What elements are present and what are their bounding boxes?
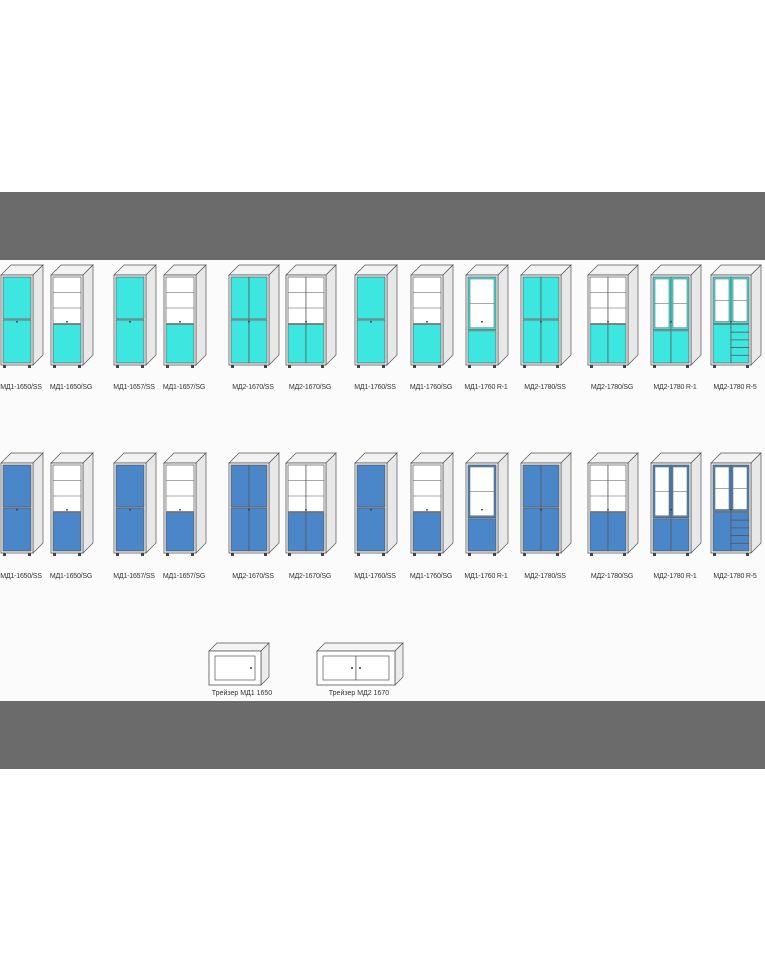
cabinet-ss	[113, 264, 157, 370]
cabinet-ss2	[228, 452, 280, 558]
cabinet-drawing	[228, 264, 280, 368]
cabinet-label: МД1-1650/SS	[0, 384, 42, 391]
tray-label: Трейзер МД1 1650	[211, 690, 273, 697]
cabinet-drawing	[354, 452, 398, 556]
cabinet-label: МД1-1760/SG	[409, 384, 453, 391]
cabinet-sg2	[285, 264, 337, 370]
cabinet-label: МД1-1650/SG	[49, 384, 93, 391]
tray-drawing	[316, 642, 404, 686]
cabinet-ss2	[520, 264, 572, 370]
cabinet-ss	[113, 452, 157, 558]
cabinet-ss	[0, 452, 44, 558]
cabinet-drawing	[410, 452, 454, 556]
cabinet-ss2	[228, 264, 280, 370]
cabinet-r1-2	[650, 264, 702, 370]
cabinet-label: МД2-1780 R-1	[653, 573, 697, 580]
cabinet-drawing	[354, 264, 398, 368]
cabinet-drawing	[710, 264, 762, 368]
cabinet-drawing	[113, 264, 157, 368]
cabinet-drawing	[465, 264, 509, 368]
cabinet-label: МД2-1780 R-1	[653, 384, 697, 391]
cabinet-label: МД2-1670/SS	[232, 384, 274, 391]
cabinet-drawing	[587, 452, 639, 556]
cabinet-drawing	[465, 452, 509, 556]
cabinet-drawing	[650, 452, 702, 556]
bottom-gray-band	[0, 701, 765, 769]
cabinet-r1	[465, 264, 509, 370]
cabinet-label: МД2-1780/SG	[590, 384, 634, 391]
cabinet-label: МД1-1657/SG	[162, 384, 206, 391]
cabinet-label: МД1-1657/SS	[113, 573, 155, 580]
cabinet-drawing	[113, 452, 157, 556]
cabinet-label: МД1-1760/SG	[409, 573, 453, 580]
cabinet-label: МД1-1650/SG	[49, 573, 93, 580]
cabinet-sg	[410, 264, 454, 370]
cabinet-drawing	[650, 264, 702, 368]
cabinet-sg2	[587, 264, 639, 370]
tray-drawing	[208, 642, 270, 686]
cabinet-label: МД2-1780/SG	[590, 573, 634, 580]
tray-single-door	[208, 642, 270, 686]
cabinet-label: МД2-1670/SS	[232, 573, 274, 580]
cabinet-label: МД1-1650/SS	[0, 573, 42, 580]
cabinet-drawing	[228, 452, 280, 556]
cabinet-ss	[0, 264, 44, 370]
cabinet-drawing	[520, 452, 572, 556]
tray-double-door	[316, 642, 404, 686]
catalog-sheet: МД1-1650/SS МД1-1650/SG МД1-1657/SS МД1-165…	[0, 260, 765, 701]
cabinet-r5	[710, 264, 762, 370]
cabinet-label: МД2-1670/SG	[288, 384, 332, 391]
cabinet-r1-2	[650, 452, 702, 558]
cabinet-label: МД1-1760/SS	[354, 384, 396, 391]
cabinet-label: МД1-1760 R-1	[464, 573, 508, 580]
cabinet-drawing	[587, 264, 639, 368]
cabinet-drawing	[285, 452, 337, 556]
cabinet-label: МД1-1657/SG	[162, 573, 206, 580]
cabinet-sg	[163, 264, 207, 370]
cabinet-sg	[410, 452, 454, 558]
cabinet-label: МД2-1670/SG	[288, 573, 332, 580]
cabinet-drawing	[50, 264, 94, 368]
top-gray-band	[0, 192, 765, 260]
cabinet-drawing	[0, 264, 44, 368]
cabinet-ss	[354, 264, 398, 370]
tray-label: Трейзер МД2 1670	[328, 690, 390, 697]
cabinet-label: МД2-1780 R-5	[713, 573, 757, 580]
cabinet-sg	[50, 452, 94, 558]
cabinet-sg	[163, 452, 207, 558]
cabinet-drawing	[0, 452, 44, 556]
cabinet-drawing	[163, 452, 207, 556]
cabinet-ss	[354, 452, 398, 558]
cabinet-drawing	[163, 264, 207, 368]
cabinet-sg2	[587, 452, 639, 558]
cabinet-sg2	[285, 452, 337, 558]
cabinet-drawing	[50, 452, 94, 556]
cabinet-label: МД2-1780/SS	[524, 573, 566, 580]
cabinet-label: МД1-1760 R-1	[464, 384, 508, 391]
cabinet-r5	[710, 452, 762, 558]
cabinet-label: МД1-1657/SS	[113, 384, 155, 391]
cabinet-drawing	[410, 264, 454, 368]
cabinet-drawing	[520, 264, 572, 368]
cabinet-label: МД2-1780 R-5	[713, 384, 757, 391]
cabinet-label: МД2-1780/SS	[524, 384, 566, 391]
cabinet-drawing	[710, 452, 762, 556]
cabinet-label: МД1-1760/SS	[354, 573, 396, 580]
cabinet-ss2	[520, 452, 572, 558]
cabinet-sg	[50, 264, 94, 370]
cabinet-drawing	[285, 264, 337, 368]
cabinet-r1	[465, 452, 509, 558]
